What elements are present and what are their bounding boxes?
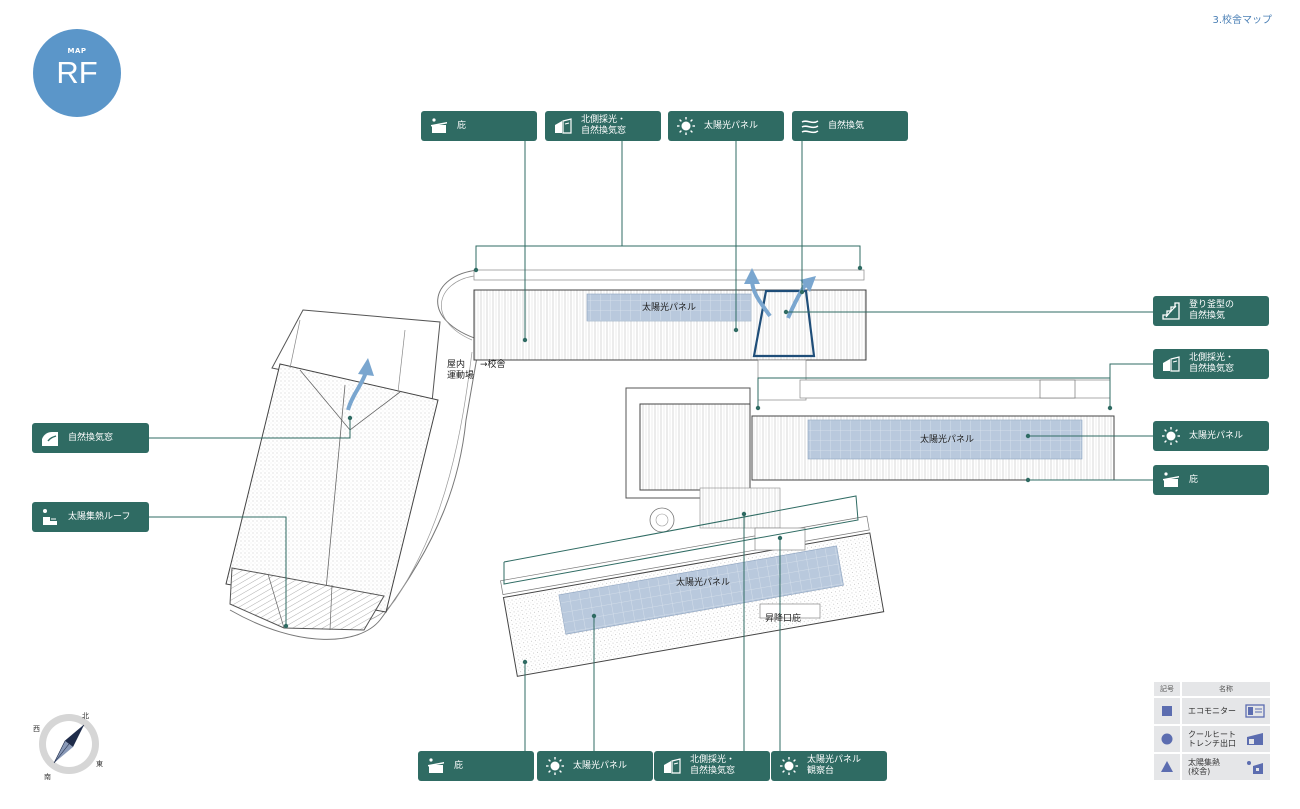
callout-natural-vent-window[interactable]: 自然換気窓 <box>32 423 149 453</box>
legend-label: クールヒート トレンチ出口 <box>1188 730 1236 748</box>
callout-label: 太陽光パネル <box>704 120 759 131</box>
eco-monitor-icon <box>1245 704 1265 718</box>
callout-label: 太陽光パネル <box>1189 430 1244 441</box>
legend-label: エコモニター <box>1188 706 1236 716</box>
callout-solar-top[interactable]: 太陽光パネル <box>668 111 784 141</box>
badge-small-text: MAP <box>67 47 87 55</box>
entrance-eave-label: 昇降口庇 <box>765 614 802 624</box>
callout-label: 庇 <box>457 120 467 131</box>
trench-outlet-icon <box>1247 733 1263 745</box>
north-window-icon <box>664 758 681 774</box>
compass-east: 東 <box>96 760 103 768</box>
callout-label: 自然換気窓 <box>68 432 114 443</box>
callout-label: 北側採光・ 自然換気窓 <box>1189 353 1235 374</box>
callout-label: 北側採光・ 自然換気窓 <box>690 755 736 776</box>
triangle-symbol <box>1154 754 1180 780</box>
compass-north: 北 <box>82 712 89 720</box>
callout-eave-top[interactable]: 庇 <box>421 111 537 141</box>
legend-header-name: 名称 <box>1182 682 1270 696</box>
square-symbol <box>1154 698 1180 724</box>
north-window-icon <box>1163 356 1180 372</box>
legend-row-eco-monitor[interactable]: エコモニター <box>1154 698 1270 724</box>
legend-row-cool-heat-trench[interactable]: クールヒート トレンチ出口 <box>1154 726 1270 752</box>
legend-row-solar-heat-school[interactable]: 太陽集熱 (校舎) <box>1154 754 1270 780</box>
callout-north-window-top[interactable]: 北側採光・ 自然換気窓 <box>545 111 661 141</box>
sun-icon <box>546 757 564 775</box>
legend-label: 太陽集熱 (校舎) <box>1188 758 1220 776</box>
callout-label: 北側採光・ 自然換気窓 <box>581 115 627 136</box>
eave-icon <box>431 118 447 133</box>
sun-icon <box>780 757 798 775</box>
eave-icon <box>1163 472 1179 487</box>
callout-solar-heat-roof[interactable]: 太陽集熱ルーフ <box>32 502 149 532</box>
callout-label: 庇 <box>454 760 464 771</box>
to-school-label: →校舎 <box>480 360 506 370</box>
solar-heat-building-icon <box>1247 761 1263 774</box>
legend-header-symbol: 記号 <box>1154 682 1180 696</box>
panel-label-middle: 太陽光パネル <box>920 435 975 445</box>
callout-stepped-kiln-vent[interactable]: 登り釜型の 自然換気 <box>1153 296 1269 326</box>
sun-icon <box>1162 427 1180 445</box>
callout-solar-bottom[interactable]: 太陽光パネル <box>537 751 653 781</box>
eave-icon <box>428 758 444 773</box>
callout-label: 自然換気 <box>828 120 865 131</box>
compass-rose-icon <box>39 714 99 774</box>
callout-solar-observation-deck[interactable]: 太陽光パネル 観察台 <box>771 751 887 781</box>
callout-natural-vent-top[interactable]: 自然換気 <box>792 111 908 141</box>
panel-label-north: 太陽光パネル <box>642 303 697 313</box>
callout-solar-right[interactable]: 太陽光パネル <box>1153 421 1269 451</box>
solar-heat-roof-icon <box>43 509 57 525</box>
callout-label: 登り釜型の 自然換気 <box>1189 300 1235 321</box>
badge-floor-text: RF <box>56 55 98 90</box>
callout-eave-bottom[interactable]: 庇 <box>418 751 534 781</box>
callout-label: 太陽集熱ルーフ <box>68 511 131 522</box>
section-label[interactable]: 3.校舎マップ <box>1212 15 1272 26</box>
compass-west: 西 <box>33 725 40 733</box>
stepped-kiln-icon <box>1162 302 1180 320</box>
callout-label: 太陽光パネル <box>573 760 628 771</box>
callout-eave-right[interactable]: 庇 <box>1153 465 1269 495</box>
callout-label: 庇 <box>1189 474 1199 485</box>
compass-south: 南 <box>44 773 51 781</box>
panel-label-south: 太陽光パネル <box>676 578 731 588</box>
callout-label: 太陽光パネル 観察台 <box>807 755 862 776</box>
circle-symbol <box>1154 726 1180 752</box>
gym-label: 屋内 運動場 <box>447 360 475 381</box>
callout-north-window-right[interactable]: 北側採光・ 自然換気窓 <box>1153 349 1269 379</box>
wind-icon <box>801 120 819 134</box>
compass <box>36 711 102 777</box>
callout-north-window-bottom[interactable]: 北側採光・ 自然換気窓 <box>654 751 770 781</box>
natural-vent-window-icon <box>42 432 58 446</box>
rf-map-badge: MAP RF <box>33 29 121 117</box>
sun-icon <box>677 117 695 135</box>
north-window-icon <box>555 118 572 134</box>
